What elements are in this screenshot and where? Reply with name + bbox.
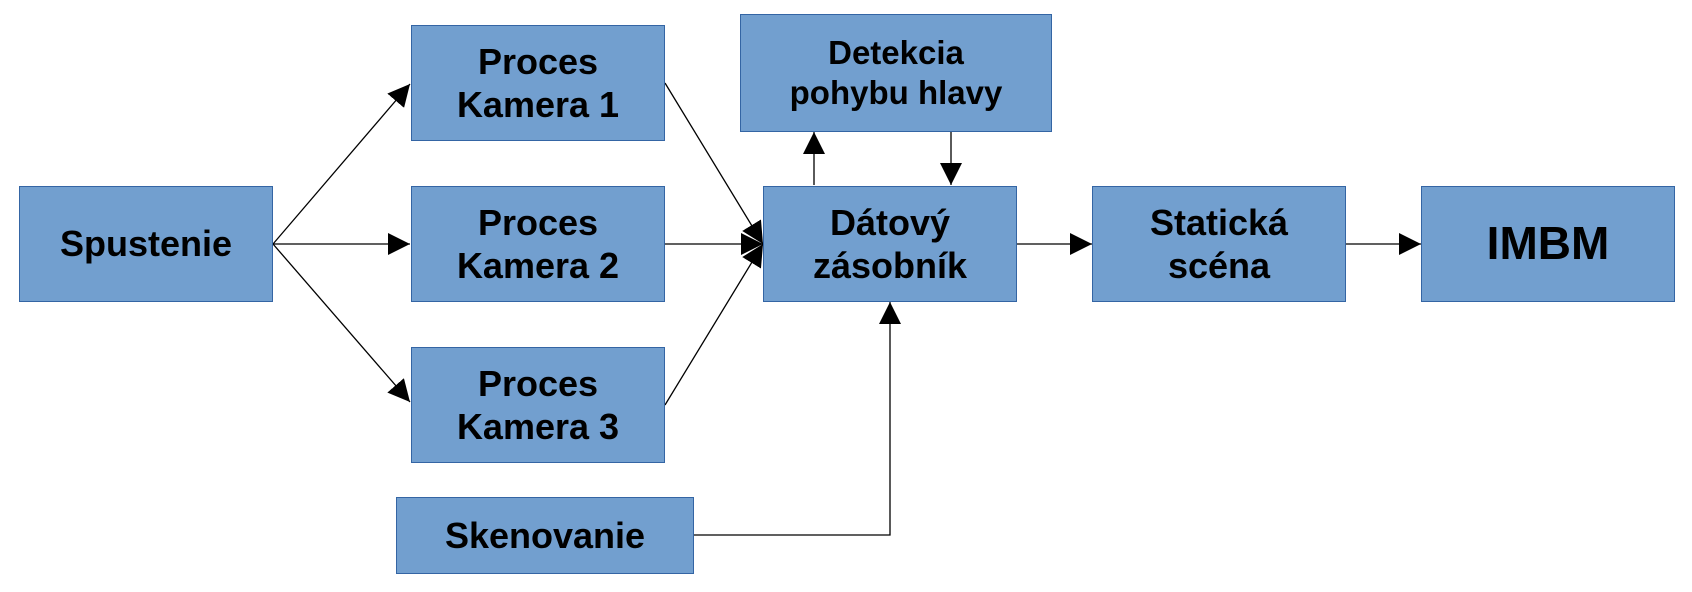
node-skenovanie-label: Skenovanie [444, 514, 646, 556]
node-spustenie: Spustenie [19, 186, 273, 302]
node-detekcia-pohybu-hlavy: Detekcia pohybu hlavy [740, 14, 1052, 132]
node-proces-kamera-2-label: Proces Kamera 2 [456, 201, 620, 286]
node-proces-kamera-1: Proces Kamera 1 [411, 25, 665, 141]
edge-spustenie-kamera3 [272, 243, 411, 403]
node-imbm: IMBM [1421, 186, 1675, 302]
node-proces-kamera-3: Proces Kamera 3 [411, 347, 665, 463]
node-proces-kamera-2: Proces Kamera 2 [411, 186, 665, 302]
edge-spustenie-kamera1 [272, 83, 411, 245]
node-skenovanie: Skenovanie [396, 497, 694, 574]
node-proces-kamera-1-label: Proces Kamera 1 [456, 40, 620, 125]
node-proces-kamera-3-label: Proces Kamera 3 [456, 362, 620, 447]
node-imbm-label: IMBM [1486, 217, 1610, 270]
edge-kamera3-zasobnik [664, 243, 764, 406]
node-datovy-zasobnik-label: Dátový zásobník [812, 201, 968, 286]
edge-kamera1-zasobnik [664, 82, 764, 245]
node-spustenie-label: Spustenie [59, 223, 233, 265]
node-detekcia-pohybu-hlavy-label: Detekcia pohybu hlavy [789, 34, 1003, 111]
node-staticka-scena: Statická scéna [1092, 186, 1346, 302]
edge-skenovanie-zasobnik [694, 302, 901, 536]
node-staticka-scena-label: Statická scéna [1149, 201, 1289, 286]
node-datovy-zasobnik: Dátový zásobník [763, 186, 1017, 302]
